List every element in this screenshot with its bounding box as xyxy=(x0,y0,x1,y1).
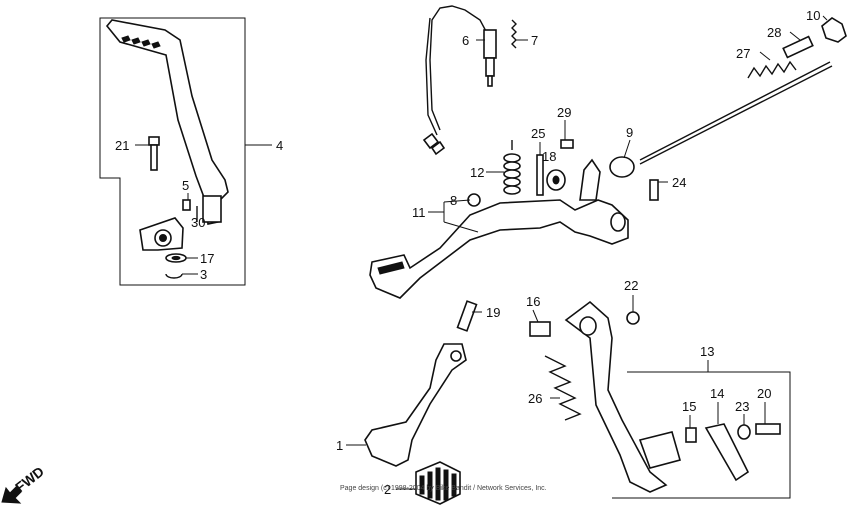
callout-4: 4 xyxy=(276,138,283,153)
callout-29: 29 xyxy=(557,105,571,120)
callout-26: 26 xyxy=(528,391,542,406)
bolt-21 xyxy=(148,136,160,171)
callout-8: 8 xyxy=(450,193,457,208)
side-stand xyxy=(564,300,668,493)
brake-pedal-group xyxy=(369,139,659,299)
callout-16: 16 xyxy=(526,294,540,309)
callout-28: 28 xyxy=(767,25,781,40)
side-stand-group xyxy=(529,300,791,499)
copyright-text: Page design (c) 1998-2004 by Bike Bandit… xyxy=(340,485,547,492)
callout-18: 18 xyxy=(542,149,556,164)
callout-2: 2 xyxy=(384,482,391,497)
callout-9: 9 xyxy=(626,125,633,140)
callout-19: 19 xyxy=(486,305,500,320)
kick-arm xyxy=(105,19,229,225)
callout-30: 30 xyxy=(191,215,205,230)
callout-21: 21 xyxy=(115,138,129,153)
fwd-label: FWD xyxy=(12,463,47,495)
callout-14: 14 xyxy=(710,386,724,401)
callout-7: 7 xyxy=(531,33,538,48)
brake-pedal xyxy=(369,199,629,299)
callout-11: 11 xyxy=(412,205,426,220)
callout-17: 17 xyxy=(200,251,214,266)
callout-3: 3 xyxy=(200,267,207,282)
callout-10: 10 xyxy=(806,8,820,23)
callout-23: 23 xyxy=(735,399,749,414)
callout-12: 12 xyxy=(470,165,484,180)
gearshift-pedal xyxy=(364,343,467,467)
callout-25: 25 xyxy=(531,126,545,141)
neutral-switch-group xyxy=(422,5,517,156)
kick-starter-group xyxy=(99,17,246,286)
callout-20: 20 xyxy=(757,386,771,401)
callout-22: 22 xyxy=(624,278,638,293)
callout-1: 1 xyxy=(336,438,343,453)
callout-6: 6 xyxy=(462,33,469,48)
leader-lines xyxy=(135,15,828,490)
callout-labels: 1 2 3 4 5 6 7 8 9 10 11 12 13 14 15 16 1… xyxy=(115,8,820,497)
forward-direction-indicator: FWD xyxy=(1,463,47,504)
brake-rod-group xyxy=(639,17,847,165)
callout-24: 24 xyxy=(672,175,686,190)
callout-15: 15 xyxy=(682,399,696,414)
callout-27: 27 xyxy=(736,46,750,61)
callout-5: 5 xyxy=(182,178,189,193)
spring-12 xyxy=(503,140,521,195)
callout-13: 13 xyxy=(700,344,714,359)
gearshift-group xyxy=(364,300,478,505)
arrow-down-left-icon xyxy=(1,486,22,504)
